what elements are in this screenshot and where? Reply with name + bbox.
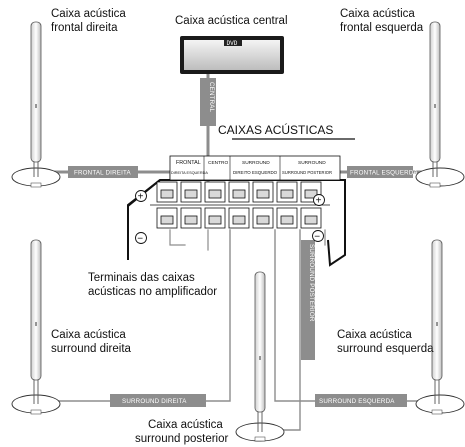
svg-text:SURROUND ESQUERDA: SURROUND ESQUERDA: [319, 398, 395, 405]
cable-tag-central: CENTRAL: [200, 78, 216, 126]
tower-speaker-front-left: [415, 21, 465, 188]
svg-text:DIREITO ESQUERDO: DIREITO ESQUERDO: [233, 170, 278, 175]
label-front-right-line2: frontal direita: [51, 22, 118, 34]
tower-speaker-front-right: [11, 21, 61, 188]
label-front-left-line2: frontal esquerda: [340, 22, 424, 34]
svg-text:SURROUND POSTERIOR: SURROUND POSTERIOR: [282, 170, 332, 175]
label-surround-right-line1: Caixa acústica: [51, 329, 126, 341]
label-surround-back: Caixa acústica surround posterior: [135, 418, 228, 446]
tower-speaker-surround-right: [11, 239, 61, 415]
cable-tag-surround-posterior: SURROUND POSTERIOR: [301, 240, 315, 360]
label-surround-right: Caixa acústica surround direita: [51, 328, 131, 356]
svg-text:+: +: [138, 192, 144, 203]
cable-surround-back: [261, 229, 301, 431]
svg-text:SURROUND DIREITA: SURROUND DIREITA: [122, 398, 187, 405]
terminal-grid: [156, 181, 322, 229]
svg-text:CENTRAL: CENTRAL: [208, 82, 215, 113]
svg-text:SURROUND: SURROUND: [298, 160, 326, 166]
cable-surround-left: [274, 229, 433, 402]
label-front-right: Caixa acústica frontal direita: [51, 7, 126, 35]
label-terminals: Terminais das caixas acústicas no amplif…: [88, 271, 217, 299]
label-surround-left-line1: Caixa acústica: [337, 329, 412, 341]
svg-text:FRONTAL DIREITA: FRONTAL DIREITA: [74, 170, 132, 177]
label-front-left-line1: Caixa acústica: [340, 8, 415, 20]
cable-surround-right: [39, 229, 231, 402]
label-terminals-line2: acústicas no amplificador: [88, 286, 218, 298]
svg-text:CENTRO: CENTRO: [208, 160, 229, 166]
label-center: Caixa acústica central: [175, 15, 288, 27]
cable-tag-surround-esquerda: SURROUND ESQUERDA: [315, 394, 407, 407]
label-surround-right-line2: surround direita: [51, 343, 131, 355]
amplifier-terminal-panel: FRONTAL DIREITA ESQUERDA CENTRO SURROUND…: [127, 155, 346, 267]
label-front-left: Caixa acústica frontal esquerda: [340, 7, 423, 35]
svg-text:FRONTAL ESQUERDA: FRONTAL ESQUERDA: [350, 170, 419, 177]
svg-text:−: −: [314, 232, 320, 243]
svg-text:SURROUND: SURROUND: [242, 160, 270, 166]
label-surround-back-line2: surround posterior: [135, 433, 229, 445]
svg-text:−: −: [137, 234, 143, 245]
label-surround-left: Caixa acústica surround esquerda: [337, 328, 434, 356]
svg-text:SURROUND POSTERIOR: SURROUND POSTERIOR: [308, 244, 315, 322]
tower-speaker-surround-back: [235, 271, 285, 442]
svg-text:FRONTAL: FRONTAL: [176, 160, 201, 166]
label-surround-left-line2: surround esquerda: [337, 343, 434, 355]
center-speaker: DVD: [180, 36, 284, 74]
svg-text:DIREITA ESQUERDA: DIREITA ESQUERDA: [171, 171, 208, 175]
caixas-title: CAIXAS ACÚSTICAS: [218, 122, 355, 140]
svg-text:DVD: DVD: [227, 40, 238, 47]
cable-tag-surround-direita: SURROUND DIREITA: [110, 394, 206, 407]
tower-speaker-surround-left: [415, 239, 465, 415]
cable-tag-frontal-esquerda: FRONTAL ESQUERDA: [347, 166, 419, 178]
label-surround-back-line1: Caixa acústica: [148, 419, 223, 431]
svg-text:CAIXAS ACÚSTICAS: CAIXAS ACÚSTICAS: [218, 122, 333, 137]
cable-tag-frontal-direita: FRONTAL DIREITA: [68, 166, 138, 178]
label-terminals-line1: Terminais das caixas: [88, 272, 195, 284]
label-front-right-line1: Caixa acústica: [51, 8, 126, 20]
svg-text:+: +: [316, 196, 322, 207]
